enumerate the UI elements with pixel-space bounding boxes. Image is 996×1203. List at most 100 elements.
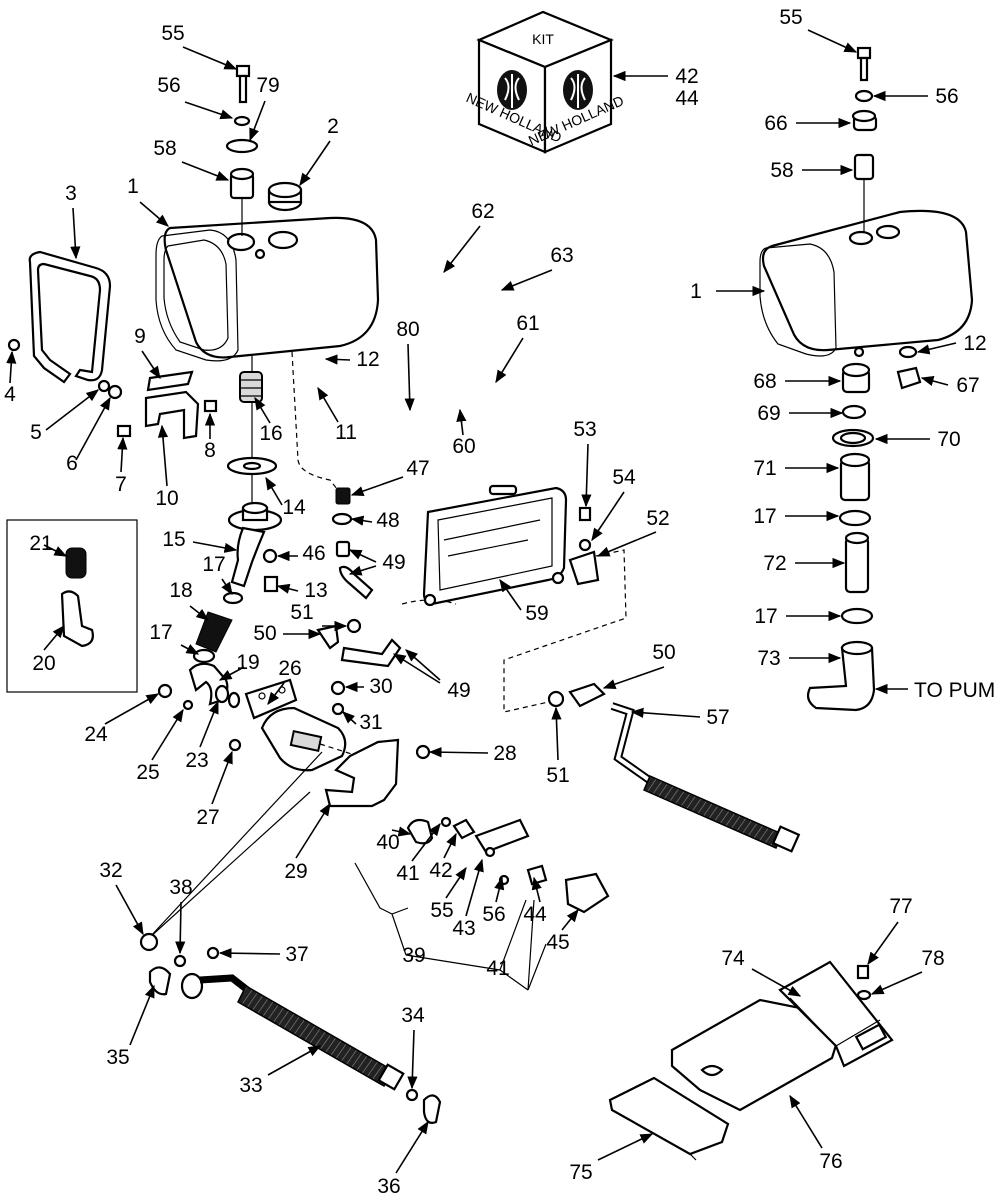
callout-number: 14 (282, 496, 306, 519)
callout-number: 9 (134, 325, 146, 348)
callout-number: 19 (236, 651, 259, 674)
callout-number: 23 (185, 749, 208, 772)
bolt-top-left (225, 64, 259, 200)
callout-number: 45 (546, 931, 569, 954)
callout-number: 39 (402, 944, 425, 967)
bolt-77 (856, 964, 870, 980)
callout-number: 58 (770, 159, 793, 182)
callout-number: 10 (155, 487, 178, 510)
nut-6 (107, 384, 123, 400)
callout-number: 46 (302, 542, 325, 565)
callout-number: 49 (382, 551, 405, 574)
callout-number: 18 (169, 579, 192, 602)
hydraulic-tank-right (759, 209, 974, 358)
pump-assembly (157, 678, 431, 808)
callout-number: 50 (253, 622, 276, 645)
callout-number: 17 (149, 621, 172, 644)
callout-number: 41 (486, 957, 509, 980)
callout-number: 51 (546, 764, 569, 787)
callout-number: 20 (32, 652, 55, 675)
callout-number: 17 (754, 605, 777, 628)
callout-number: 12 (963, 332, 986, 355)
callout-number: 78 (921, 947, 944, 970)
callout-number: 43 (452, 917, 475, 940)
callout-number: 6 (66, 452, 78, 475)
callout-number: 5 (30, 421, 42, 444)
to-pump-note: TO PUMP (914, 679, 996, 702)
floor-plates (608, 960, 894, 1161)
callout-number: 56 (482, 903, 505, 926)
callout-number: 4 (4, 383, 16, 406)
callout-number: 67 (956, 374, 979, 397)
callout-number: 61 (516, 312, 539, 335)
callout-number: 41 (396, 862, 419, 885)
callout-number: 74 (721, 947, 745, 970)
callout-number: 56 (157, 74, 180, 97)
hydraulic-tank-left (155, 216, 380, 362)
callout-number: 44 (523, 903, 547, 926)
callout-number: 73 (757, 647, 780, 670)
oil-cooler (422, 484, 600, 607)
callout-number: 54 (612, 466, 636, 489)
callout-number: 55 (779, 6, 802, 29)
callout-number: 36 (377, 1175, 400, 1198)
kit-box: KIT NEW HOLLAND NEW HOLLAND (464, 10, 626, 154)
callout-number: 1 (690, 280, 702, 303)
callout-number: 31 (359, 711, 382, 734)
callout-number: 59 (525, 602, 548, 625)
callout-number: 35 (106, 1046, 129, 1069)
callout-number: 25 (136, 761, 159, 784)
strainer-assembly (226, 356, 283, 593)
callout-number: 8 (204, 439, 216, 462)
callout-number: 40 (376, 831, 399, 854)
callout-number: 12 (356, 348, 379, 371)
callout-number: 50 (652, 641, 675, 664)
callout-number: 76 (819, 1150, 842, 1173)
callout-number: 51 (290, 601, 313, 624)
washer-5 (97, 379, 111, 393)
callout-number: 57 (706, 706, 729, 729)
callout-number: 2 (327, 115, 339, 138)
right-stack-lower (806, 345, 922, 712)
callout-number: 70 (937, 428, 960, 451)
callout-number: 47 (406, 457, 429, 480)
callout-number: 79 (256, 74, 279, 97)
callout-number: 17 (202, 553, 225, 576)
callout-number: 44 (675, 87, 699, 110)
callout-number: 72 (763, 552, 786, 575)
hose-18-assembly (188, 591, 244, 709)
hose-57 (547, 682, 801, 853)
callout-number: 63 (550, 244, 573, 267)
callout-number: 38 (169, 876, 192, 899)
callout-number: 34 (401, 1004, 425, 1027)
callout-number: 58 (153, 137, 176, 160)
callout-number: 3 (65, 182, 77, 205)
callout-number: 42 (429, 859, 452, 882)
leader-lines (6, 29, 957, 1174)
callout-number: 29 (284, 860, 307, 883)
callout-number: 13 (304, 579, 327, 602)
callout-number: 16 (259, 422, 282, 445)
tank-strap (7, 250, 112, 384)
bracket-10 (144, 390, 200, 440)
pad-9 (146, 370, 194, 392)
callout-number: 66 (764, 112, 787, 135)
right-stack-upper (851, 46, 878, 232)
callout-number: 42 (675, 65, 698, 88)
callout-number: 48 (376, 509, 399, 532)
callout-number: 52 (646, 507, 669, 530)
callout-number: 27 (196, 806, 219, 829)
callout-number: 55 (161, 22, 184, 45)
callout-number: 75 (569, 1161, 592, 1184)
hose-fittings-center (291, 351, 457, 668)
drive-coupling (406, 816, 610, 914)
callout-number: 68 (753, 370, 776, 393)
callout-number: 30 (369, 675, 392, 698)
callout-number: 62 (471, 200, 494, 223)
callout-number: 53 (573, 418, 596, 441)
callout-number: 24 (84, 723, 108, 746)
bolt-7 (116, 424, 132, 438)
callout-number: 80 (396, 318, 419, 341)
callout-number: 1 (127, 175, 139, 198)
